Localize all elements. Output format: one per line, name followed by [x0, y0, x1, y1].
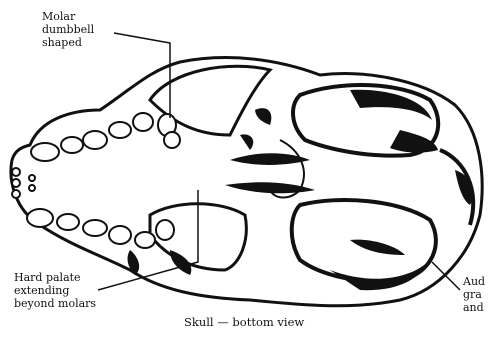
incisor [12, 179, 20, 187]
figure-caption: Skull — bottom view [184, 316, 304, 329]
label-line: Molar [42, 10, 94, 23]
tooth [57, 214, 79, 230]
molar-tooth [164, 132, 180, 148]
label-auditory-partial: Aud gra and [463, 275, 485, 314]
label-line: gra [463, 288, 485, 301]
label-line: and [463, 301, 485, 314]
incisor [12, 168, 20, 176]
tooth [27, 209, 53, 227]
tooth [83, 220, 107, 236]
label-line: extending [14, 284, 96, 297]
label-molar: Molar dumbbell shaped [42, 10, 94, 49]
incisor [12, 190, 20, 198]
tooth [83, 131, 107, 149]
tooth [133, 113, 153, 131]
label-line: shaped [42, 36, 94, 49]
tooth [61, 137, 83, 153]
incisor [29, 175, 35, 181]
label-hard-palate: Hard palate extending beyond molars [14, 271, 96, 310]
tooth [109, 226, 131, 244]
tooth [109, 122, 131, 138]
tooth [135, 232, 155, 248]
tooth [156, 220, 174, 240]
label-line: Hard palate [14, 271, 96, 284]
incisor [29, 185, 35, 191]
label-line: beyond molars [14, 297, 96, 310]
label-line: Aud [463, 275, 485, 288]
label-line: dumbbell [42, 23, 94, 36]
tooth [31, 143, 59, 161]
